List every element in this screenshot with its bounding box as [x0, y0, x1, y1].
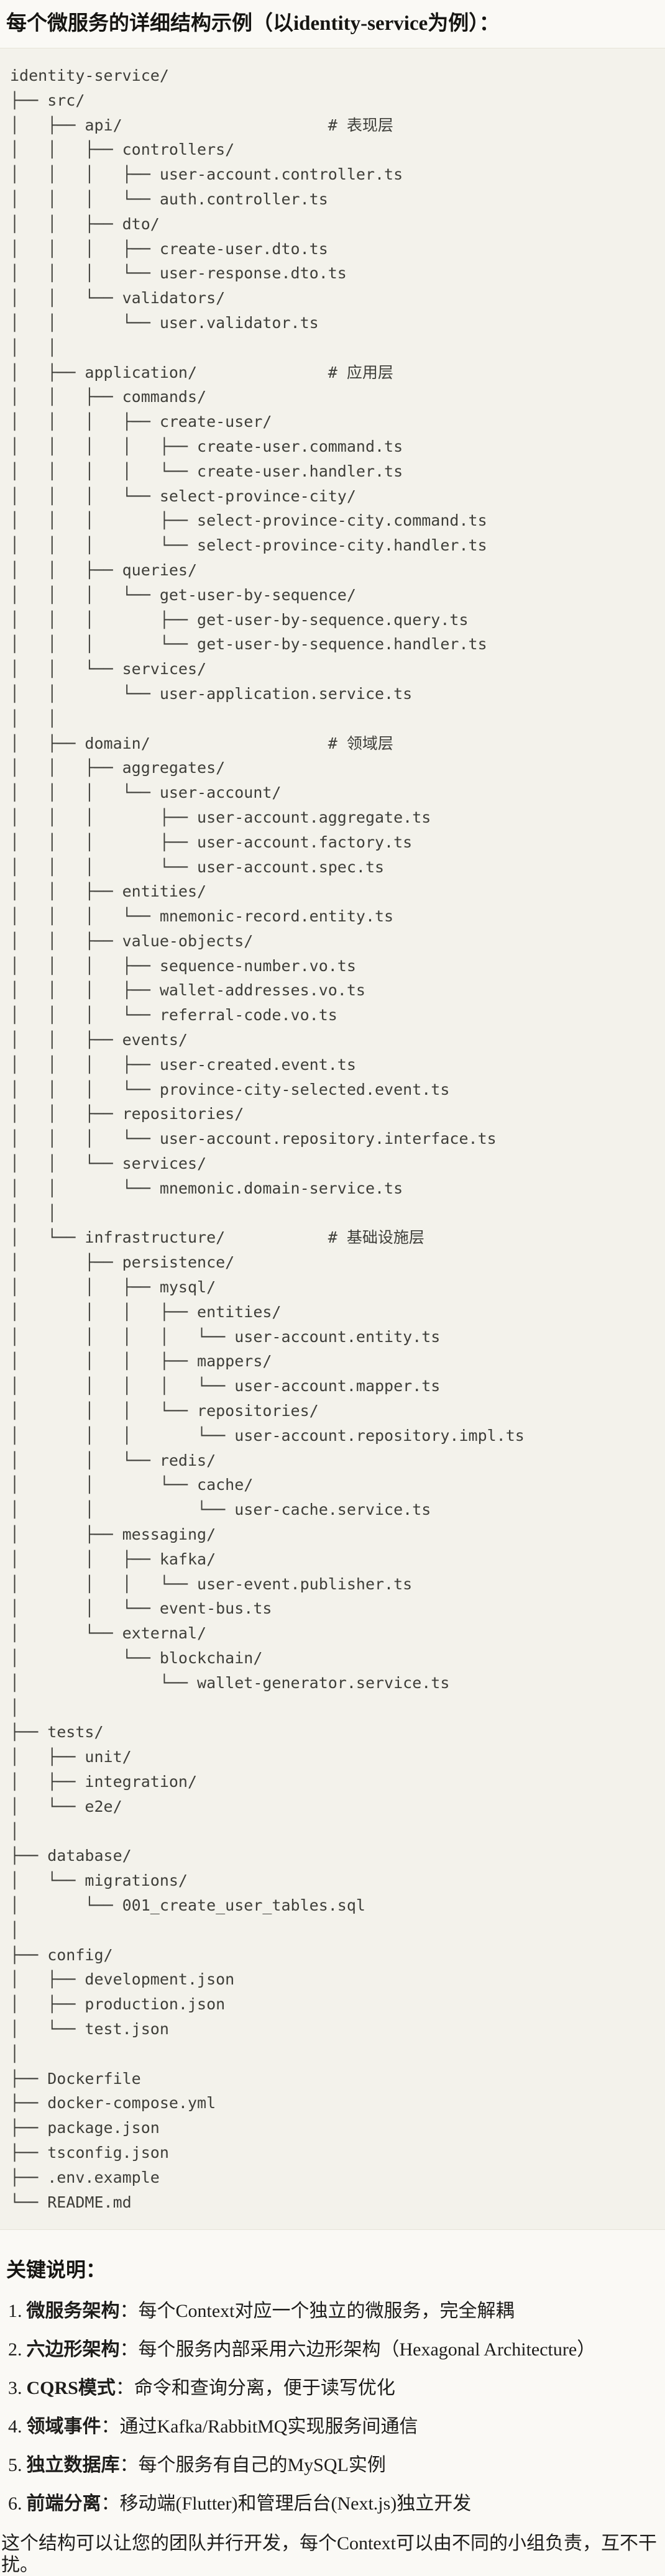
- note-term: 六边形架构: [26, 2339, 120, 2360]
- note-number: 3.: [8, 2378, 22, 2399]
- note-text: ：每个服务有自己的MySQL实例: [119, 2455, 386, 2476]
- note-item-frontend: 6.前端分离：移动端(Flutter)和管理后台(Next.js)独立开发: [6, 2493, 658, 2514]
- note-number: 4.: [8, 2416, 22, 2437]
- note-term: CQRS模式: [26, 2378, 116, 2399]
- note-text: ：移动端(Flutter)和管理后台(Next.js)独立开发: [101, 2493, 472, 2514]
- note-term: 前端分离: [26, 2493, 101, 2514]
- notes-section: 关键说明： 1.微服务架构：每个Context对应一个独立的微服务，完全解耦 2…: [0, 2256, 665, 2576]
- notes-title: 关键说明：: [6, 2259, 106, 2281]
- note-number: 2.: [8, 2339, 22, 2360]
- note-item-cqrs: 3.CQRS模式：命令和查询分离，便于读写优化: [6, 2377, 658, 2399]
- note-item-domain-events: 4.领域事件：通过Kafka/RabbitMQ实现服务间通信: [6, 2416, 658, 2437]
- note-number: 6.: [8, 2493, 22, 2514]
- note-number: 5.: [8, 2455, 22, 2476]
- note-text: ：每个Context对应一个独立的微服务，完全解耦: [119, 2301, 515, 2322]
- note-text: ：命令和查询分离，便于读写优化: [115, 2378, 395, 2399]
- file-tree: identity-service/ ├── src/ │ ├── api/ # …: [10, 66, 525, 2211]
- page-title: 每个微服务的详细结构示例（以identity-service为例）：: [6, 12, 500, 35]
- note-number: 1.: [8, 2301, 22, 2322]
- code-block: identity-service/ ├── src/ │ ├── api/ # …: [0, 48, 665, 2231]
- note-term: 独立数据库: [26, 2455, 120, 2476]
- note-item-microservice: 1.微服务架构：每个Context对应一个独立的微服务，完全解耦: [6, 2300, 658, 2322]
- note-term: 领域事件: [26, 2416, 101, 2437]
- closing-paragraph: 这个结构可以让您的团队并行开发，每个Context可以由不同的小组负责，互不干扰…: [1, 2533, 657, 2576]
- note-item-database: 5.独立数据库：每个服务有自己的MySQL实例: [6, 2454, 658, 2476]
- note-term: 微服务架构: [26, 2301, 120, 2322]
- note-text: ：每个服务内部采用六边形架构（Hexagonal Architecture）: [119, 2339, 596, 2360]
- note-item-hexagonal: 2.六边形架构：每个服务内部采用六边形架构（Hexagonal Architec…: [6, 2339, 658, 2360]
- note-text: ：通过Kafka/RabbitMQ实现服务间通信: [101, 2416, 418, 2437]
